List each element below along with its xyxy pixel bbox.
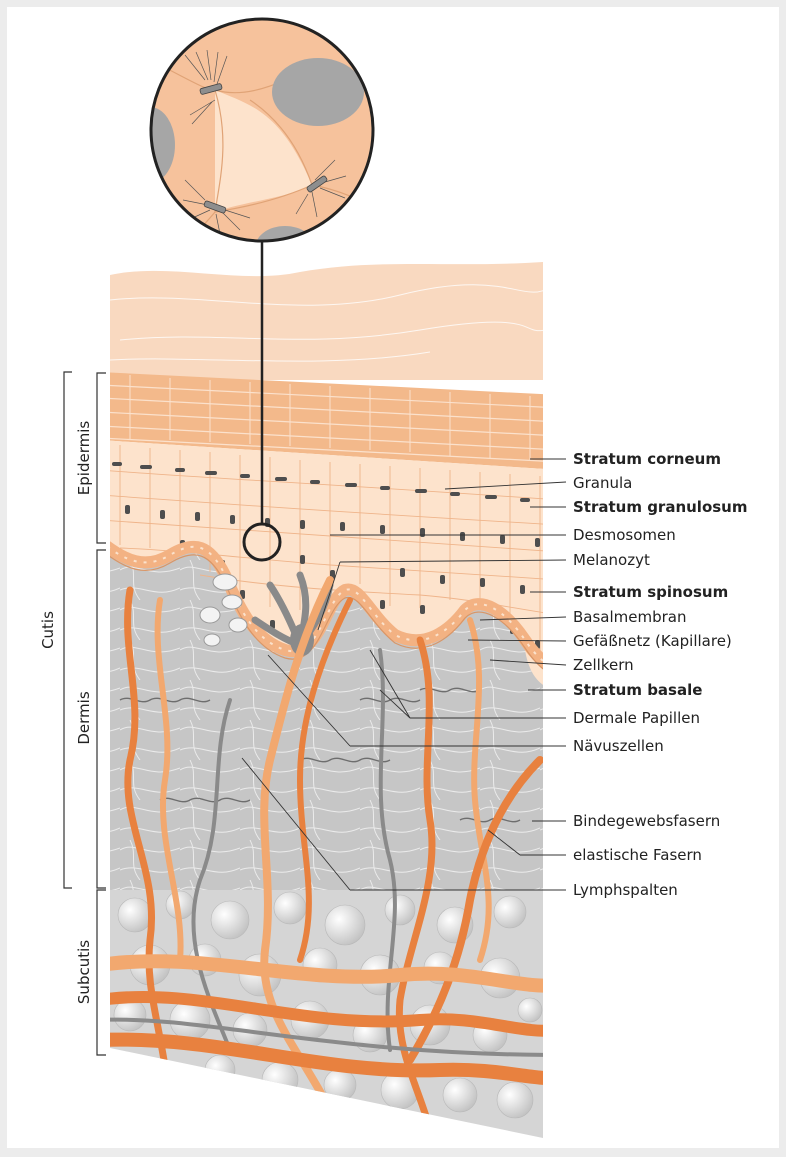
skin-block <box>100 250 560 1150</box>
label-epidermis: Epidermis <box>75 421 93 495</box>
label-melanozyt: Melanozyt <box>573 551 650 569</box>
label-subcutis: Subcutis <box>75 940 93 1004</box>
label-stratum-corneum: Stratum corneum <box>573 450 721 468</box>
label-stratum-basale: Stratum basale <box>573 681 702 699</box>
label-dermale-papillen: Dermale Papillen <box>573 709 700 727</box>
label-basalmembran: Basalmembran <box>573 608 687 626</box>
label-zellkern: Zellkern <box>573 656 634 674</box>
label-elastische-fasern: elastische Fasern <box>573 846 702 864</box>
label-desmosomen: Desmosomen <box>573 526 676 544</box>
label-stratum-spinosum: Stratum spinosum <box>573 583 728 601</box>
label-stratum-granulosum: Stratum granulosum <box>573 498 748 516</box>
label-lymphspalten: Lymphspalten <box>573 881 678 899</box>
dermis-bracket <box>97 550 106 888</box>
epidermis-bracket <box>97 373 106 543</box>
label-gefaessnetz: Gefäßnetz (Kapillare) <box>573 632 732 650</box>
cutis-bracket <box>64 372 72 888</box>
subcutis-bracket <box>97 890 106 1055</box>
label-dermis: Dermis <box>75 691 93 744</box>
label-naevuszellen: Nävuszellen <box>573 737 664 755</box>
label-granula: Granula <box>573 474 632 492</box>
label-bindegewebsfasern: Bindegewebsfasern <box>573 812 720 830</box>
label-cutis: Cutis <box>39 611 57 649</box>
nucleus-top-right <box>272 58 364 126</box>
